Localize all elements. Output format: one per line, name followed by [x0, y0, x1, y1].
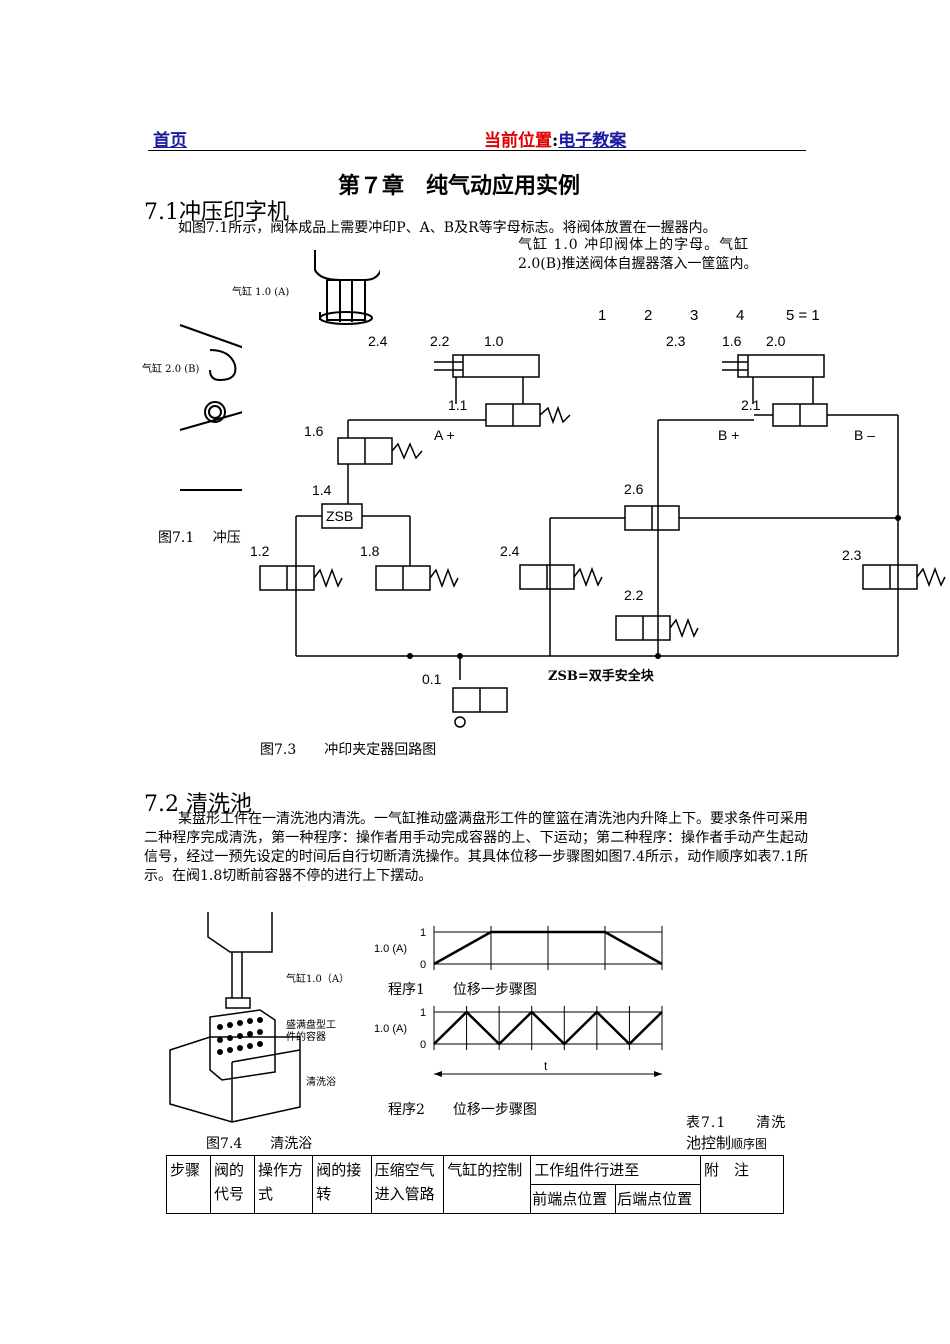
table-caption-c-text: 顺序图 [731, 1137, 768, 1151]
fig1-label-cyl1: 气缸 1.0 (A) [232, 287, 290, 298]
table-caption-b-text: 池控制 [686, 1134, 732, 1152]
svg-text:ZSB: ZSB [326, 508, 353, 524]
time-axis-label: t [544, 1059, 548, 1073]
fig4-label-container: 盛满盘型工件的容器 [286, 1020, 336, 1043]
svg-text:3: 3 [690, 307, 698, 324]
svg-text:4: 4 [736, 307, 744, 324]
svg-text:B +: B + [718, 427, 739, 443]
svg-text:1.6: 1.6 [722, 333, 742, 349]
pneumatic-circuit-diagram: 1 2 3 4 5 = 1 2.4 2.2 1.0 2.3 1.6 2.0 1.… [250, 307, 946, 728]
svg-text:1.8: 1.8 [360, 543, 380, 559]
header-step: 步骤 [166, 1155, 211, 1214]
svg-text:2.2: 2.2 [430, 333, 450, 349]
section1-para2a: 气缸 1.0 冲印阀体上的字母。气缸 [518, 237, 750, 253]
breadcrumb: 当前位置:电子教案 [484, 126, 626, 151]
svg-text:1: 1 [598, 307, 606, 324]
series-line [433, 1010, 663, 1046]
time-arrow-left [434, 1071, 442, 1077]
location-link[interactable]: 电子教案 [558, 131, 627, 151]
y-axis-label: 1.0 (A) [374, 1023, 407, 1035]
cleaning-bath-figure [169, 912, 301, 1123]
svg-text:1.4: 1.4 [312, 482, 332, 498]
table-caption-a: 表7.1 清洗 [686, 1115, 787, 1131]
svg-text:2.2: 2.2 [624, 587, 644, 603]
svg-text:0.1: 0.1 [422, 671, 442, 687]
subheader-front: 前端点位置 [530, 1184, 617, 1214]
location-label: 当前位置 [484, 131, 552, 151]
fig4-label-bath: 清洗浴 [306, 1077, 336, 1088]
svg-text:2.4: 2.4 [500, 543, 520, 559]
svg-text:B –: B – [854, 427, 875, 443]
program2-chart: 1.0 (A) 1 0 t [374, 1006, 663, 1077]
header-travel: 工作组件行进至 [530, 1155, 702, 1185]
sequence-table: 步骤 阀的代号 操作方式 阀的接转 压缩空气进入管路 气缸的控制 工作组件行进至… [166, 1155, 784, 1214]
svg-text:1.6: 1.6 [304, 423, 324, 439]
subheader-rear: 后端点位置 [615, 1184, 702, 1214]
program-charts: 1.0 (A) 1 0 1.0 (A) 1 0 t [374, 926, 663, 1077]
circuit-legend: ZSB=双手安全块 [548, 669, 654, 684]
fig3-caption: 图7.3 冲印夹定器回路图 [260, 742, 437, 758]
fig4-caption: 图7.4 清洗浴 [206, 1136, 313, 1152]
program1-chart: 1.0 (A) 1 0 [374, 926, 663, 971]
section1-para2b: 2.0(B)推送阀体自握器落入一筐篮内。 [518, 256, 758, 272]
svg-text:2.4: 2.4 [368, 333, 388, 349]
chapter-title: 第７章 纯气动应用实例 [338, 174, 581, 199]
header-remarks: 附 注 [700, 1155, 784, 1214]
y-axis-label: 1.0 (A) [374, 943, 407, 955]
fig1-caption: 图7.1 冲压 [158, 530, 241, 546]
svg-text:2.0: 2.0 [766, 333, 786, 349]
section2-heading: 7.2 清洗池 [144, 792, 252, 817]
tick-label-1: 1 [420, 927, 426, 939]
header-cylinder-control: 气缸的控制 [443, 1155, 532, 1214]
section1-heading: 7.1冲压印字机 [144, 200, 289, 225]
header-air-line: 压缩空气进入管路 [370, 1155, 445, 1214]
header-valve-switch: 阀的接转 [312, 1155, 372, 1214]
time-arrow-right [654, 1071, 662, 1077]
section1-para1: 如图7.1所示，阀体成品上需要冲印P、A、B及R等字母标志。将阀体放置在一握器内… [178, 220, 717, 236]
tick-label-1: 1 [420, 1007, 426, 1019]
header-operation: 操作方式 [253, 1155, 314, 1214]
svg-text:5 = 1: 5 = 1 [786, 307, 820, 324]
svg-text:2.6: 2.6 [624, 481, 644, 497]
stamping-machine-figure [179, 250, 380, 510]
svg-text:2: 2 [644, 307, 652, 324]
svg-text:1.1: 1.1 [448, 397, 468, 413]
header-valve-code: 阀的代号 [209, 1155, 255, 1214]
location-sep: : [552, 131, 559, 151]
home-link[interactable]: 首页 [153, 131, 187, 151]
fig4-label-cyl: 气缸1.0（A） [286, 974, 350, 985]
series-line [433, 930, 663, 966]
svg-text:2.1: 2.1 [741, 397, 761, 413]
svg-text:1.0: 1.0 [484, 333, 504, 349]
svg-text:2.3: 2.3 [842, 547, 862, 563]
tick-label-0: 0 [420, 1039, 426, 1051]
nav-divider [148, 150, 806, 151]
fig1-label-cyl2: 气缸 2.0 (B) [142, 364, 200, 375]
section2-para: 某盘形工件在一清洗池内清洗。一气缸推动盛满盘形工件的筐篮在清洗池内升降上下。要求… [144, 811, 808, 884]
prog2-caption: 程序2 位移一步骤图 [388, 1102, 537, 1118]
table-caption-b: 池控制顺序图 [686, 1132, 767, 1153]
prog1-caption: 程序1 位移一步骤图 [388, 982, 537, 998]
tick-label-0: 0 [420, 959, 426, 971]
svg-text:A +: A + [434, 427, 455, 443]
svg-text:2.3: 2.3 [666, 333, 686, 349]
svg-text:1.2: 1.2 [250, 543, 270, 559]
